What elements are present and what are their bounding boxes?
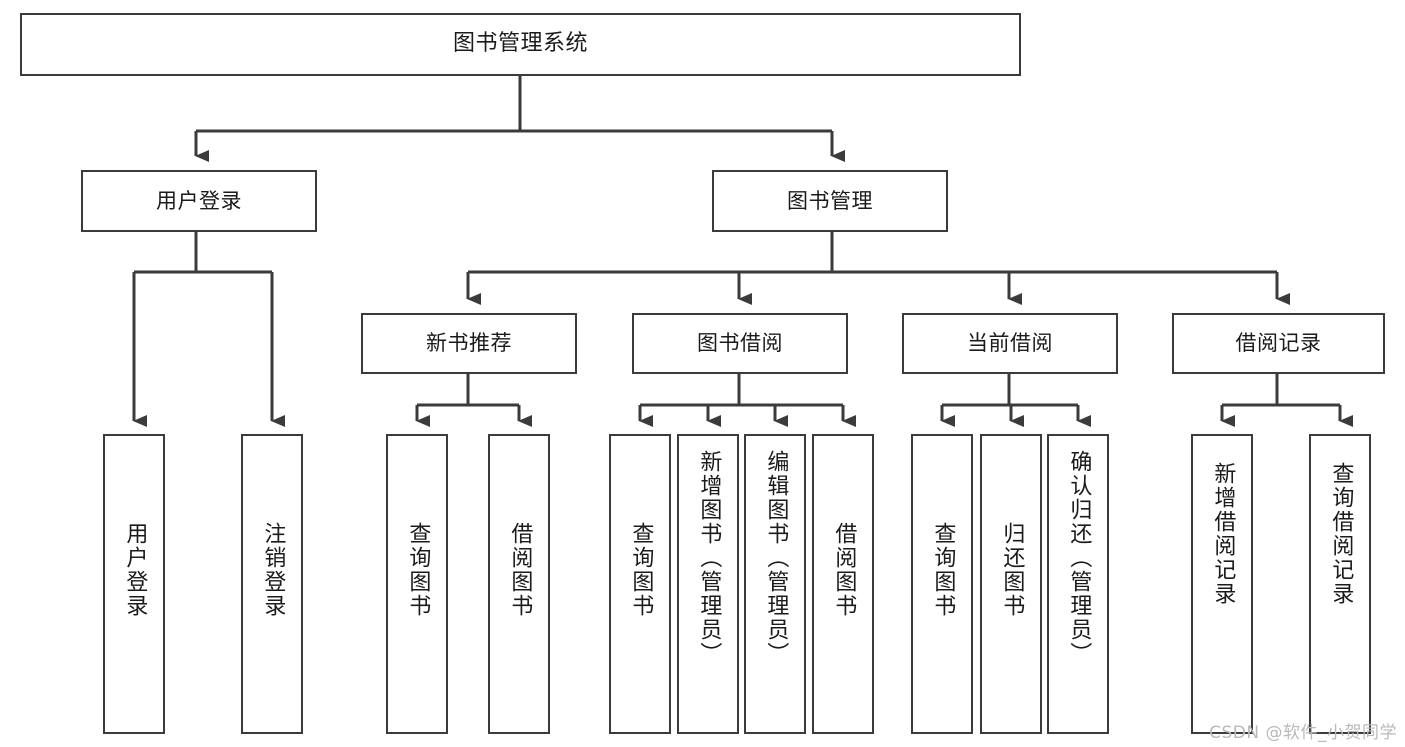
node-leaf-query-book-3-label: 查询图书 bbox=[930, 522, 956, 618]
node-leaf-query-book-2[interactable]: 查询图书 bbox=[609, 434, 671, 734]
node-leaf-user-login[interactable]: 用户登录 bbox=[103, 434, 165, 734]
node-leaf-add-borrow-record[interactable]: 新增借阅记录 bbox=[1191, 434, 1253, 734]
node-borrow-records[interactable]: 借阅记录 bbox=[1172, 313, 1385, 374]
node-leaf-user-login-label: 用户登录 bbox=[122, 522, 148, 618]
node-leaf-edit-book-admin[interactable]: 编辑图书（管理员） bbox=[744, 434, 806, 734]
node-user-login-label: 用户登录 bbox=[156, 188, 242, 213]
node-book-borrow-label: 图书借阅 bbox=[697, 331, 783, 356]
node-book-borrow[interactable]: 图书借阅 bbox=[632, 313, 848, 374]
node-leaf-logout-label: 注销登录 bbox=[260, 522, 286, 618]
node-leaf-edit-book-admin-label: 编辑图书（管理员） bbox=[763, 450, 789, 666]
node-leaf-query-book-3[interactable]: 查询图书 bbox=[911, 434, 973, 734]
node-new-book-recommend-label: 新书推荐 bbox=[426, 331, 512, 356]
node-current-borrow[interactable]: 当前借阅 bbox=[902, 313, 1118, 374]
node-book-management[interactable]: 图书管理 bbox=[712, 170, 948, 232]
node-leaf-query-borrow-record[interactable]: 查询借阅记录 bbox=[1309, 434, 1371, 734]
node-book-management-label: 图书管理 bbox=[787, 188, 873, 213]
node-leaf-borrow-book-1-label: 借阅图书 bbox=[507, 522, 533, 618]
node-root-label: 图书管理系统 bbox=[452, 31, 588, 57]
node-leaf-logout[interactable]: 注销登录 bbox=[241, 434, 303, 734]
node-leaf-borrow-book-2-label: 借阅图书 bbox=[831, 522, 857, 618]
node-root[interactable]: 图书管理系统 bbox=[20, 13, 1021, 76]
node-leaf-query-book-2-label: 查询图书 bbox=[628, 522, 654, 618]
node-leaf-return-book[interactable]: 归还图书 bbox=[980, 434, 1042, 734]
node-current-borrow-label: 当前借阅 bbox=[967, 331, 1053, 356]
node-user-login[interactable]: 用户登录 bbox=[81, 170, 317, 232]
node-leaf-return-book-label: 归还图书 bbox=[999, 522, 1025, 618]
node-leaf-query-book-1-label: 查询图书 bbox=[405, 522, 431, 618]
node-leaf-query-book-1[interactable]: 查询图书 bbox=[386, 434, 448, 734]
node-leaf-add-borrow-record-label: 新增借阅记录 bbox=[1210, 462, 1236, 606]
node-leaf-confirm-return-admin-label: 确认归还（管理员） bbox=[1066, 450, 1092, 666]
watermark: CSDN @软件_小贺同学 bbox=[1209, 723, 1397, 743]
node-leaf-query-borrow-record-label: 查询借阅记录 bbox=[1328, 462, 1354, 606]
node-leaf-add-book-admin-label: 新增图书（管理员） bbox=[696, 450, 722, 666]
node-leaf-add-book-admin[interactable]: 新增图书（管理员） bbox=[677, 434, 739, 734]
node-new-book-recommend[interactable]: 新书推荐 bbox=[361, 313, 577, 374]
node-borrow-records-label: 借阅记录 bbox=[1235, 331, 1322, 356]
node-leaf-borrow-book-1[interactable]: 借阅图书 bbox=[488, 434, 550, 734]
node-leaf-confirm-return-admin[interactable]: 确认归还（管理员） bbox=[1047, 434, 1109, 734]
node-leaf-borrow-book-2[interactable]: 借阅图书 bbox=[812, 434, 874, 734]
